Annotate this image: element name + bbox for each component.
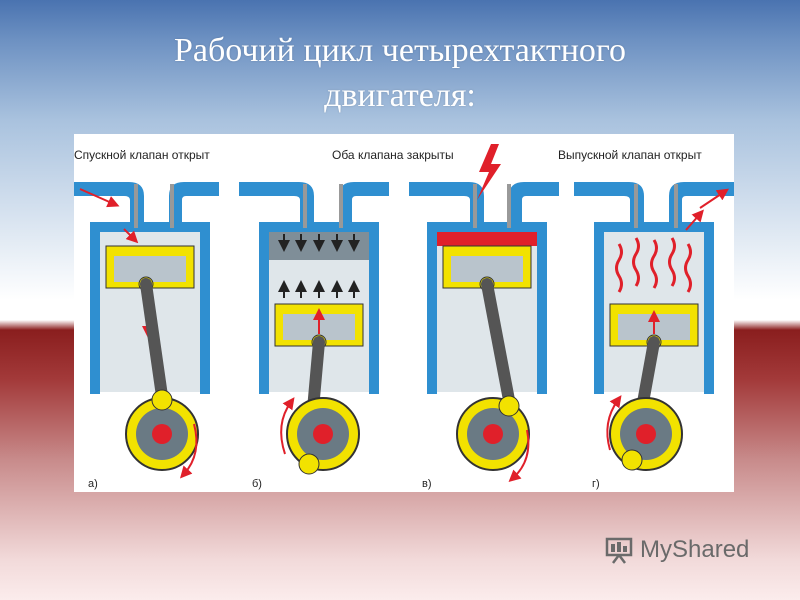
stage-label-b: б) (252, 478, 262, 490)
slide-title-line-2: двигателя: (324, 77, 476, 114)
myshared-watermark: MyShared (604, 532, 749, 568)
stage-c-power (409, 144, 559, 483)
stage-d-exhaust (574, 182, 734, 471)
stage-label-a: а) (88, 478, 98, 490)
caption-exhaust-valve-open: Выпускной клапан открыт (558, 148, 702, 162)
caption-intake-valve-open: Спускной клапан открыт (74, 148, 210, 162)
engine-cycle-drawing (74, 144, 734, 483)
stage-a-intake (74, 182, 219, 479)
myshared-brand-text: MyShared (640, 536, 750, 563)
stage-label-d: г) (592, 478, 600, 490)
slide-title-line-1: Рабочий цикл четырехтактного (173, 32, 627, 69)
stage-b-compression (239, 182, 389, 475)
stage-label-c: в) (422, 478, 432, 490)
slide-title: Рабочий цикл четырехтактного двигателя: (0, 28, 800, 118)
engine-cycle-diagram: Спускной клапан открыт Оба клапана закры… (74, 134, 734, 492)
caption-both-valves-closed: Оба клапана закрыты (332, 148, 454, 162)
presentation-board-icon (605, 537, 633, 564)
